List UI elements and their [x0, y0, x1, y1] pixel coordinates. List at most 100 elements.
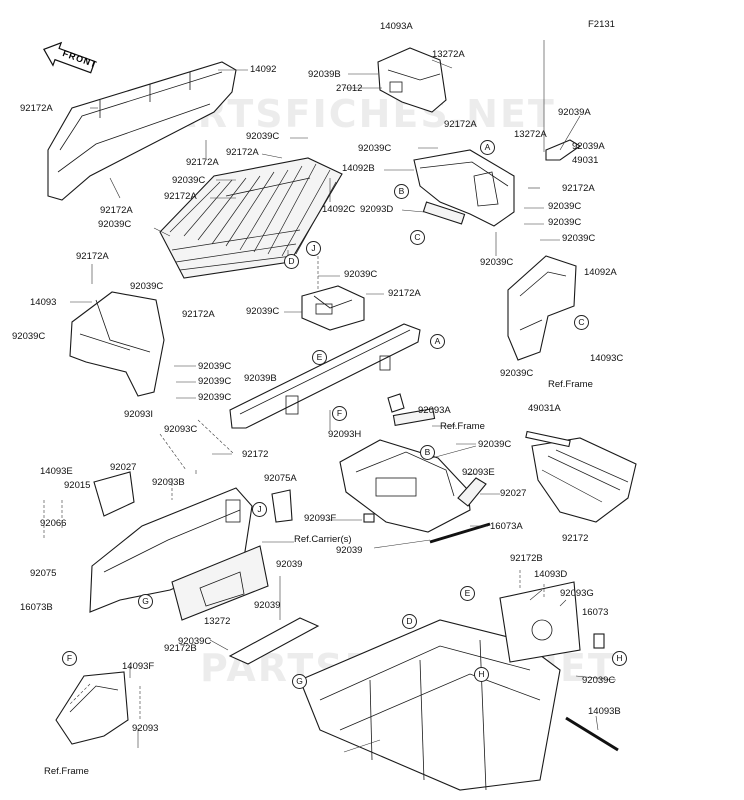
part-label: 92027	[110, 462, 137, 473]
part-label: 14093B	[588, 706, 621, 717]
part-label: 92039B	[308, 69, 341, 80]
part-label: 92039C	[548, 201, 582, 212]
part-label: 13272A	[514, 129, 547, 140]
part-label: 92172	[242, 449, 269, 460]
strip-92093f	[429, 522, 491, 544]
part-label: 92066	[40, 518, 67, 529]
panel-14092	[47, 61, 237, 201]
part-label: 92039B	[244, 373, 277, 384]
tray-14093	[301, 285, 365, 331]
callout: E	[312, 350, 327, 365]
bracket-14092a	[69, 291, 165, 397]
part-label: 92172A	[100, 205, 133, 216]
part-label: 92039C	[178, 636, 212, 647]
part-label: Ref.Carrier(s)	[294, 534, 352, 545]
callout: E	[460, 586, 475, 601]
callout: J	[306, 241, 321, 256]
part-label: 92039A	[558, 107, 591, 118]
grommet-92066	[363, 513, 375, 523]
part-label: 92172	[562, 533, 589, 544]
part-label: Ref.Frame	[44, 766, 89, 777]
bracket-14092b	[413, 149, 515, 227]
mat-14092c	[159, 157, 343, 279]
part-label: 92039C	[582, 675, 616, 686]
part-label: 92172A	[562, 183, 595, 194]
part-label: 49031	[572, 155, 599, 166]
part-label: 14093C	[590, 353, 624, 364]
part-label: Ref.Frame	[440, 421, 485, 432]
part-label: 92172A	[186, 157, 219, 168]
part-label: 92172A	[444, 119, 477, 130]
part-label: 92039C	[344, 269, 378, 280]
part-label: 92172A	[388, 288, 421, 299]
guard-14093b	[55, 671, 129, 745]
bracket-14093a	[377, 47, 447, 113]
part-label: 27012	[336, 83, 363, 94]
bar-13272	[228, 617, 320, 665]
part-label: 92093	[132, 723, 159, 734]
part-label: 92093D	[360, 204, 394, 215]
part-label: 92039C	[198, 392, 232, 403]
part-label: 92039C	[478, 439, 512, 450]
part-label: 92039C	[246, 131, 280, 142]
part-label: 92093F	[304, 513, 337, 524]
part-label: 14092B	[342, 163, 375, 174]
part-label: 92039C	[548, 217, 582, 228]
callout: F	[62, 651, 77, 666]
part-label: 92039C	[500, 368, 534, 379]
part-label: 92039	[336, 545, 363, 556]
part-label: 92093H	[328, 429, 362, 440]
panel-14093d	[89, 471, 293, 613]
clip-49031	[545, 139, 582, 161]
callout: D	[402, 614, 417, 629]
pad-92093e	[457, 477, 487, 507]
part-label: 16073	[582, 607, 609, 618]
part-label: 14093A	[380, 21, 413, 32]
part-label: 92093A	[418, 405, 451, 416]
part-label: 92039C	[246, 306, 280, 317]
part-label: 92172A	[76, 251, 109, 262]
part-label: 14093E	[40, 466, 73, 477]
callout: A	[480, 140, 495, 155]
part-label: 16073B	[20, 602, 53, 613]
callout: G	[138, 594, 153, 609]
part-label: 92172A	[182, 309, 215, 320]
insulation-16073	[171, 545, 269, 621]
carrier-ref	[525, 430, 637, 523]
clip-92093g	[593, 633, 605, 649]
rod-92093	[565, 716, 619, 752]
part-label: 92027	[500, 488, 527, 499]
part-label: 14092	[250, 64, 277, 75]
part-label: 92039C	[130, 281, 164, 292]
part-label: 92039C	[198, 361, 232, 372]
part-label: 92093I	[124, 409, 154, 420]
callout: C	[574, 315, 589, 330]
callout: A	[430, 334, 445, 349]
part-label: 92039C	[172, 175, 206, 186]
figure-code: F2131	[588, 19, 615, 30]
part-label: 14092C	[322, 204, 356, 215]
frame-member	[229, 323, 421, 429]
part-label: 92015	[64, 480, 91, 491]
part-label: 92039C	[562, 233, 596, 244]
part-label: 92093G	[560, 588, 594, 599]
part-label: 92039C	[12, 331, 46, 342]
part-label: 92093C	[164, 424, 198, 435]
callout: H	[612, 651, 627, 666]
part-label: 92039A	[572, 141, 605, 152]
part-label: 14092A	[584, 267, 617, 278]
part-label: 49031A	[528, 403, 561, 414]
callout: J	[252, 502, 267, 517]
part-label: 92039	[276, 559, 303, 570]
callout: F	[332, 406, 347, 421]
callout: D	[284, 254, 299, 269]
part-label: 13272	[204, 616, 231, 627]
part-label: 92039C	[358, 143, 392, 154]
part-label: 92039C	[198, 376, 232, 387]
part-label: 92172B	[164, 643, 197, 654]
front-arrow-icon	[43, 41, 96, 74]
callout: H	[474, 667, 489, 682]
guard-14093c	[507, 255, 577, 361]
